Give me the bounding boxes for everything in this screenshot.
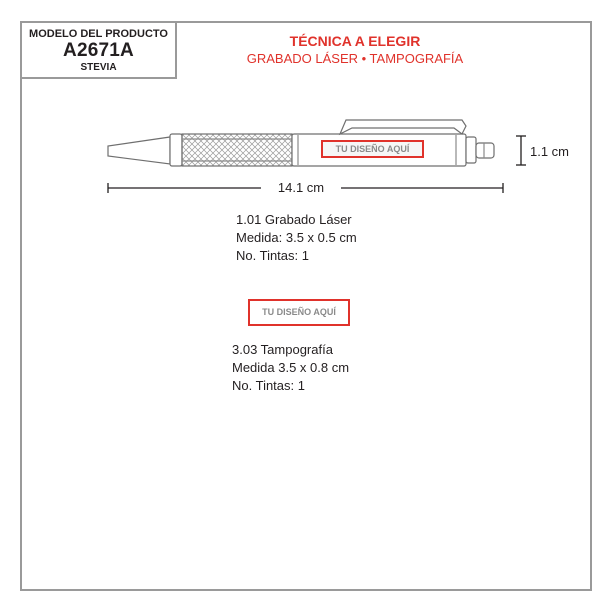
option-size: Medida: 3.5 x 0.5 cm	[236, 230, 357, 245]
model-label: MODELO DEL PRODUCTO	[29, 28, 168, 40]
pad-print-imprint-area: TU DISEÑO AQUÍ	[248, 299, 350, 326]
option-name: 3.03 Tampografía	[232, 342, 333, 357]
pen-clip	[338, 119, 467, 136]
option-colors: No. Tintas: 1	[236, 248, 309, 263]
pen-tip	[107, 136, 171, 165]
option-size: Medida 3.5 x 0.8 cm	[232, 360, 350, 375]
model-info-box: MODELO DEL PRODUCTO A2671A STEVIA	[20, 21, 177, 79]
option-name: 1.01 Grabado Láser	[236, 212, 352, 227]
technique-subtitle: GRABADO LÁSER • TAMPOGRAFÍA	[246, 51, 464, 66]
model-code: A2671A	[63, 40, 134, 61]
laser-imprint-area: TU DISEÑO AQUÍ	[321, 140, 424, 158]
page-frame	[20, 21, 592, 591]
pad-print-option: 3.03 Tampografía Medida 3.5 x 0.8 cm No.…	[232, 341, 349, 395]
laser-option: 1.01 Grabado Láser Medida: 3.5 x 0.5 cm …	[236, 211, 357, 265]
height-dimension	[516, 135, 526, 166]
height-label: 1.1 cm	[530, 144, 570, 159]
pen-end-cap	[465, 136, 477, 164]
option-colors: No. Tintas: 1	[232, 378, 305, 393]
pen-plunger	[475, 142, 495, 159]
model-name: STEVIA	[80, 62, 117, 73]
technique-title: TÉCNICA A ELEGIR	[289, 33, 421, 49]
pen-front-section	[169, 133, 183, 167]
pen-body	[107, 119, 495, 167]
length-label: 14.1 cm	[261, 180, 341, 195]
